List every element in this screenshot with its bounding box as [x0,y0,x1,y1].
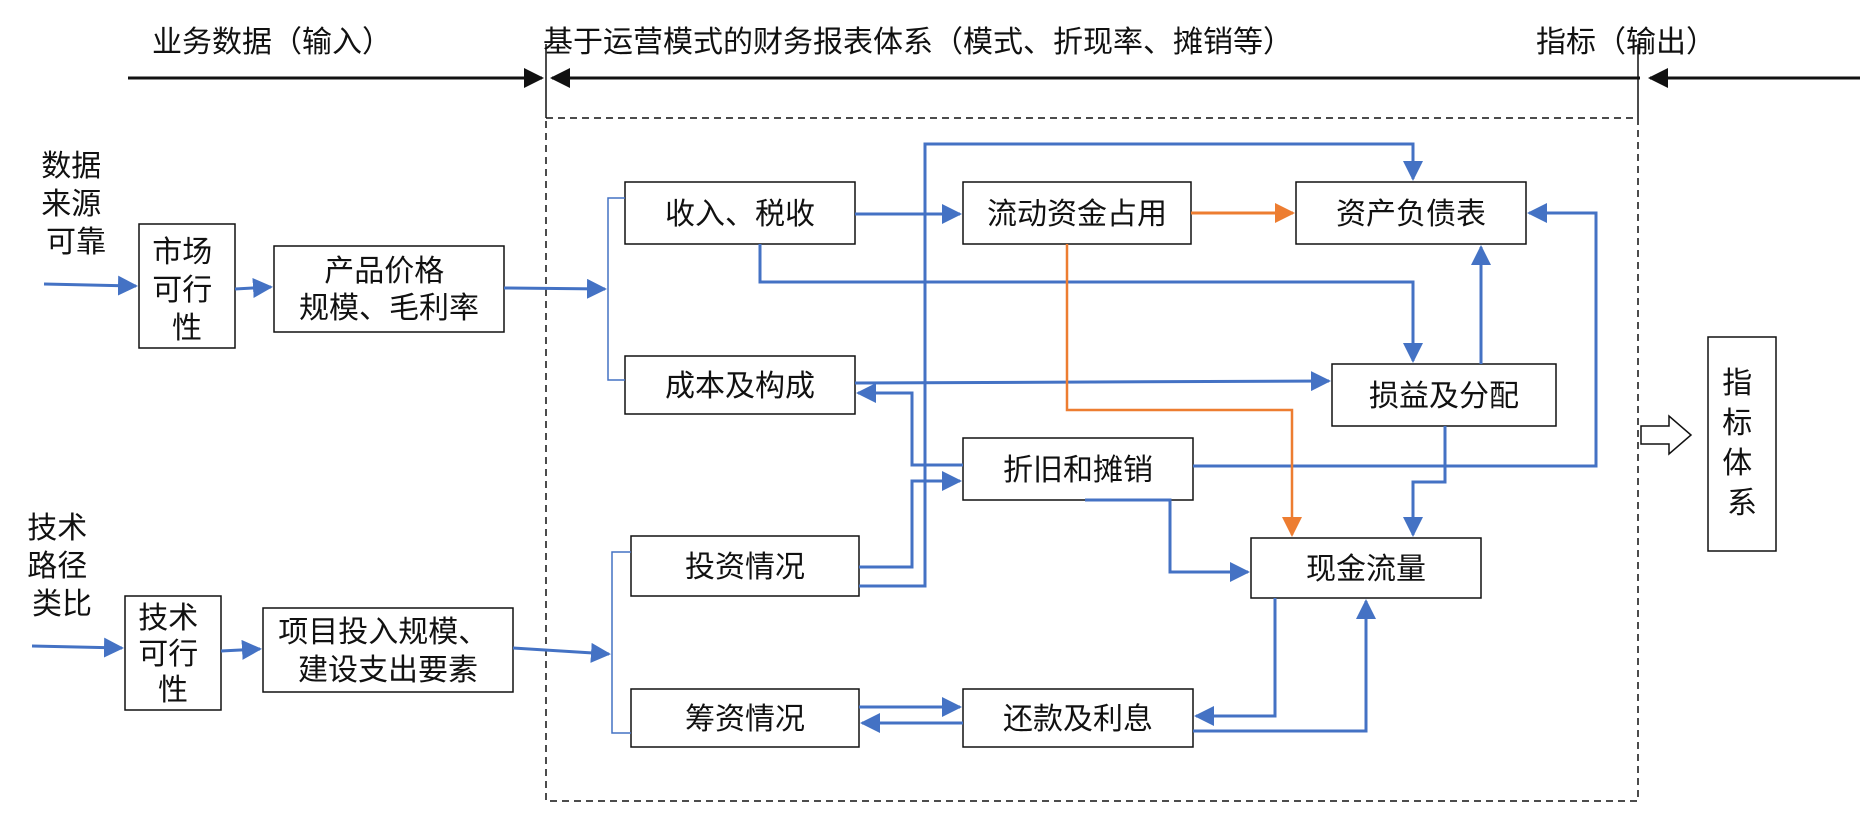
flow-price-to-brace [503,278,607,299]
repayment-box: 还款及利息 [962,688,1194,748]
flow-project-to-brace [512,642,611,663]
revenue-tax-box: 收入、税收 [624,181,856,245]
market-feasibility-line-1: 市场 [152,235,212,270]
cash-flow-box: 现金流量 [1250,537,1482,599]
flow-depreciation-to-cost [856,383,963,467]
flow-cash-to-repayment [1194,598,1277,726]
svg-text:产品价格 规模、毛利率: 产品价格 规模、毛利率 [299,254,479,326]
financing-label: 筹资情况 [685,702,805,737]
flow-tech-to-project [220,639,262,660]
indicator-line-2: 标 [1722,406,1752,441]
tech-source-line-1: 技术 [27,511,87,546]
market-feasibility-line-2: 可行 [152,273,212,308]
investment-box: 投资情况 [630,535,860,597]
flow-revenue-to-profit [758,244,1423,363]
tech-feasibility-line-1: 技术 [138,601,198,636]
depreciation-label: 折旧和摊销 [1003,453,1153,488]
flow-source-to-market [43,275,138,296]
tech-source-line-2: 路径 [27,549,87,584]
repayment-label: 还款及利息 [1003,702,1153,737]
svg-text:指 标 体 系: 指 标 体 系 [1722,366,1762,521]
indicator-system-box: 指 标 体 系 [1707,336,1777,552]
investment-label: 投资情况 [685,550,805,585]
cost-structure-box: 成本及构成 [624,355,856,415]
product-price-line-2: 规模、毛利率 [299,291,479,326]
flow-investment-to-depreciation [859,471,962,569]
market-source-line-1: 数据 [41,149,101,184]
tech-source-label: 技术 路径 类比 [27,511,97,622]
flow-repayment-to-cash [1193,599,1376,733]
flow-profit-to-cash [1403,426,1447,537]
balance-sheet-label: 资产负债表 [1336,197,1486,232]
tech-feasibility-box: 技术 可行 性 [124,595,222,711]
cash-flow-label: 现金流量 [1306,552,1426,587]
indicator-line-1: 指 [1722,366,1752,401]
working-capital-box: 流动资金占用 [962,181,1192,245]
depreciation-box: 折旧和摊销 [962,437,1194,501]
profit-distribution-label: 损益及分配 [1369,379,1519,414]
flow-cost-to-profit [854,371,1331,392]
indicator-line-3: 体 [1722,446,1752,481]
flow-depreciation-to-balance [1193,203,1598,468]
flow-depreciation-to-cash [1085,498,1250,582]
header-output-label: 指标（输出） [1536,25,1716,60]
blue-flows [31,142,1598,733]
orange-flows [1065,203,1302,537]
svg-text:市场 可行 性: 市场 可行 性 [152,235,222,346]
flow-source-to-tech [31,637,124,658]
profit-distribution-box: 损益及分配 [1331,363,1557,427]
market-feasibility-box: 市场 可行 性 [138,223,236,349]
balance-sheet-box: 资产负债表 [1295,181,1527,245]
brace-market [607,197,625,381]
flow-investment-loop-to-balance [859,142,1423,588]
header-system-label: 基于运营模式的财务报表体系（模式、折现率、摊销等） [543,25,1293,60]
svg-text:技术 可行 性: 技术 可行 性 [138,601,208,708]
tech-feasibility-line-2: 可行 [138,637,198,672]
financing-box: 筹资情况 [630,688,860,748]
project-investment-box: 项目投入规模、 建设支出要素 [262,607,514,693]
market-source-label: 数据 来源 可靠 [41,149,111,260]
header-input-label: 业务数据（输入） [152,25,392,60]
brace-tech [611,551,631,734]
revenue-tax-label: 收入、税收 [665,197,815,232]
market-feasibility-line-3: 性 [172,311,202,346]
project-investment-line-1: 项目投入规模、 [278,615,488,650]
product-price-box: 产品价格 规模、毛利率 [273,245,505,333]
output-hollow-arrow-icon [1640,414,1693,456]
market-source-line-3: 可靠 [46,225,106,260]
svg-text:项目投入规模、 建设支出要素: 项目投入规模、 建设支出要素 [278,615,498,688]
indicator-line-4: 系 [1727,486,1757,521]
market-source-line-2: 来源 [41,187,101,222]
tech-source-line-3: 类比 [32,587,92,622]
system-frame [545,117,1639,802]
flow-market-to-price [234,278,273,298]
flow-working-capital-to-cash [1065,244,1302,537]
tech-feasibility-line-3: 性 [158,673,188,708]
product-price-line-1: 产品价格 [324,254,444,289]
project-investment-line-2: 建设支出要素 [298,653,478,688]
cost-structure-label: 成本及构成 [665,369,815,404]
working-capital-label: 流动资金占用 [987,197,1167,232]
